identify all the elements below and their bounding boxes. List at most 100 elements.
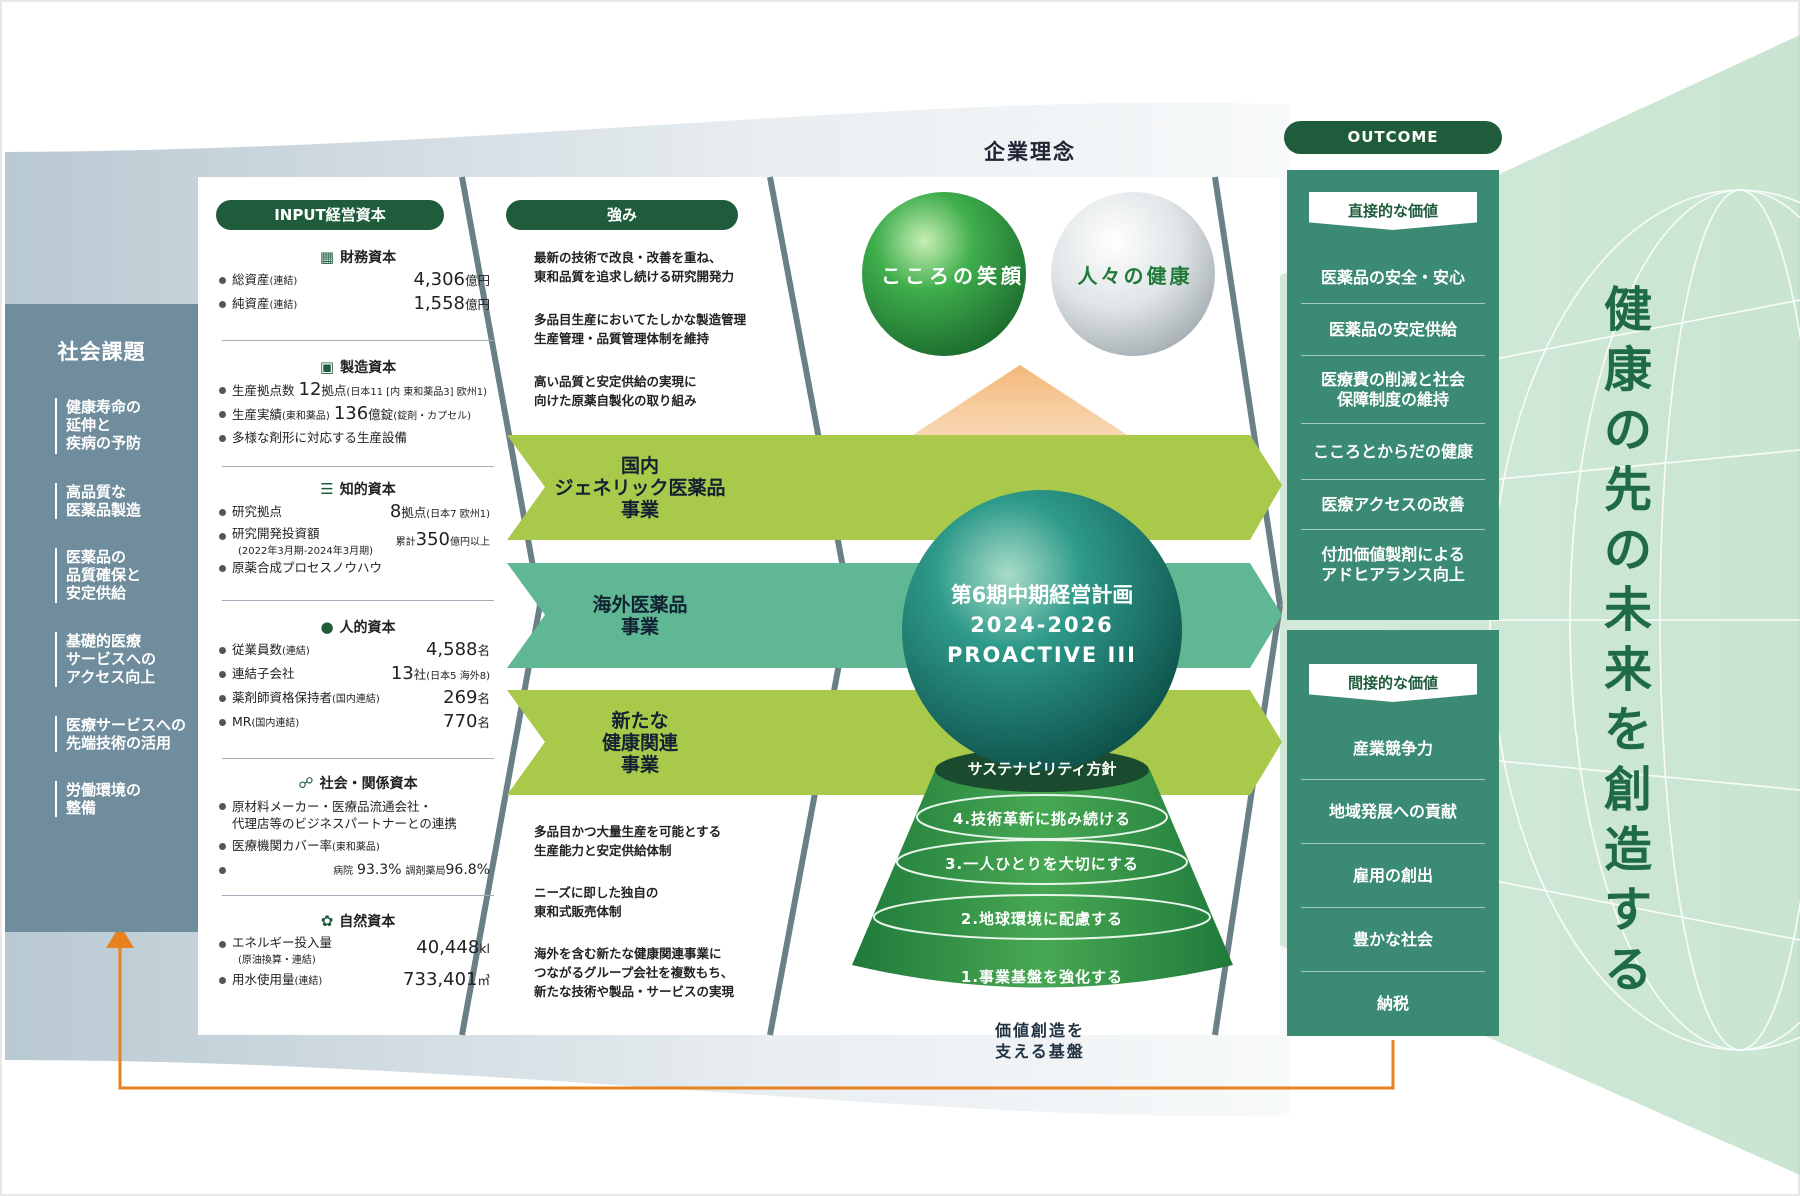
business-new-health: 新たな 健康関連 事業	[601, 710, 678, 776]
unit: ㎥	[477, 973, 490, 988]
social-issue-item: 医薬品の 品質確保と 安定供給	[55, 548, 195, 603]
value: 4,588	[425, 639, 478, 660]
label: 連結子会社	[232, 666, 295, 681]
indirect-value-item: 雇用の創出	[1301, 844, 1485, 908]
foundation-caption: 価値創造を 支える基盤	[994, 1021, 1085, 1061]
strength-item: 海外を含む新たな健康関連事業に つながるグループ会社を複数もち、 新たな技術や製…	[534, 946, 735, 999]
direct-value-panel: 直接的な価値 医薬品の安全・安心 医薬品の安定供給 医療費の削減と社会 保障制度…	[1287, 170, 1499, 620]
unit: kl	[479, 941, 490, 956]
note: 調剤薬局	[405, 866, 446, 877]
note: (連結)	[294, 976, 323, 987]
direct-value-item: 医療アクセスの改善	[1301, 480, 1485, 530]
note: (国内連結)	[332, 694, 380, 705]
value: 136	[333, 403, 369, 424]
financial-capital: ▦財務資本 総資産(連結)4,306億円 純資産(連結)1,558億円	[218, 246, 498, 316]
plan-title: 第6期中期経営計画	[950, 583, 1134, 607]
divider	[222, 466, 494, 467]
note: (連結)	[269, 276, 298, 287]
strength-item: 多品目かつ大量生産を可能とする 生産能力と安定供給体制	[534, 824, 722, 858]
strengths-header: 強み	[506, 200, 738, 230]
leaf-icon: ✿	[320, 912, 334, 930]
direct-value-item: 付加価値製剤による アドヒアランス向上	[1321, 545, 1465, 584]
direct-value-title: 直接的な価値	[1309, 192, 1477, 230]
value: 96.8%	[445, 862, 490, 878]
strength-item: ニーズに即した独自の 東和式販売体制	[534, 885, 659, 919]
label: 薬剤師資格保持者	[232, 690, 333, 705]
note: 病院	[333, 866, 354, 877]
indirect-value-item: 納税	[1376, 994, 1409, 1013]
value: 733,401	[403, 969, 478, 990]
unit: 社	[413, 667, 427, 682]
foundation-layer-1: 1.事業基盤を強化する	[960, 968, 1124, 986]
plan-years: 2024-2026	[970, 613, 1114, 637]
indirect-value-item: 豊かな社会	[1301, 908, 1485, 972]
value: 13	[390, 663, 414, 684]
value: 770	[443, 711, 478, 732]
social-issues-title: 社会課題	[57, 340, 146, 364]
philosophy-title: 企業理念	[984, 140, 1076, 164]
strength-item: 最新の技術で改良・改善を重ね、 東和品質を追求し続ける研究開発力	[534, 250, 735, 284]
note: 累計	[395, 537, 416, 548]
business-overseas: 海外医薬品 事業	[592, 594, 688, 638]
vision-statement: 健康の先の未来を創造する	[1603, 282, 1652, 998]
note: (日本5 海外8)	[426, 671, 490, 682]
unit: 億円	[464, 273, 490, 288]
label: 生産実績	[232, 407, 283, 422]
intellectual-title: 知的資本	[339, 482, 396, 498]
social-issue-item: 医療サービスへの 先端技術の活用	[55, 716, 195, 752]
strength-item: 多品目生産においてたしかな製造管理 生産管理・品質管理体制を維持	[534, 312, 747, 346]
note: (国内連結)	[251, 718, 300, 729]
manufacturing-capital: ▣製造資本 生産拠点数 12拠点(日本11 [内 東和薬品3] 欧州1) 生産実…	[218, 356, 498, 450]
label: 従業員数	[232, 642, 283, 657]
person-icon: ●	[320, 618, 334, 636]
divider	[222, 895, 494, 896]
coins-icon: ▦	[319, 248, 335, 266]
indirect-value-title: 間接的な価値	[1309, 664, 1477, 702]
label: 多様な剤形に対応する生産設備	[232, 430, 408, 445]
note: (錠剤・カプセル)	[393, 411, 471, 422]
human-title: 人的資本	[339, 620, 396, 636]
label: 総資産	[232, 272, 270, 287]
label: 用水使用量	[232, 972, 295, 987]
philosophy-health: 人々の健康	[1077, 264, 1193, 288]
book-icon: ☰	[320, 480, 334, 498]
divider	[222, 758, 494, 759]
manufacturing-title: 製造資本	[340, 360, 397, 376]
indirect-value-panel: 間接的な価値 産業競争力 地域発展への貢献 雇用の創出 豊かな社会 納税	[1287, 630, 1499, 1036]
foundation-layer-3: 3.一人ひとりを大切にする	[945, 855, 1139, 873]
foundation-layer-4: 4.技術革新に挑み続ける	[952, 810, 1132, 828]
financial-title: 財務資本	[340, 250, 397, 266]
note: (日本7 欧州1)	[426, 509, 490, 520]
note: (東和薬品)	[332, 842, 380, 853]
indirect-value-item: 地域発展への貢献	[1301, 780, 1485, 844]
foundation-layer-2: 2.地球環境に配慮する	[960, 910, 1124, 928]
value: 93.3%	[357, 862, 402, 878]
unit: 名	[477, 715, 490, 730]
unit: 拠点	[401, 505, 427, 520]
note: (日本11 [内 東和薬品3] 欧州1)	[346, 387, 488, 398]
mid-term-plan: 第6期中期経営計画 2024-2026 PROACTIVE III	[912, 580, 1172, 670]
value: 269	[443, 687, 478, 708]
philosophy-smile: こころの笑顔	[881, 264, 1025, 288]
social-issues-panel: 社会課題 健康寿命の 延伸と 疾病の予防 高品質な 医薬品製造 医薬品の 品質確…	[5, 304, 198, 932]
direct-value-item: こころとからだの健康	[1301, 424, 1485, 480]
sustainability-policy: サステナビリティ方針	[967, 760, 1117, 778]
business-domestic-generics: 国内 ジェネリック医薬品 事業	[554, 455, 726, 521]
indirect-value-item: 産業競争力	[1301, 718, 1485, 780]
handshake-icon: ☍	[298, 774, 314, 792]
unit: 億錠	[368, 407, 394, 422]
unit: 億円以上	[450, 537, 490, 548]
label: 純資産	[232, 296, 270, 311]
label: MR	[232, 714, 252, 729]
outcome-header: OUTCOME	[1284, 121, 1502, 154]
unit: 名	[477, 691, 490, 706]
label: 原材料メーカー・医療品流通会社・ 代理店等のビジネスパートナーとの連携	[218, 794, 498, 834]
direct-value-item: 医薬品の安全・安心	[1301, 252, 1485, 304]
plan-name: PROACTIVE III	[946, 643, 1137, 667]
social-issue-item: 労働環境の 整備	[55, 781, 195, 817]
unit: 名	[477, 643, 490, 658]
note: (連結)	[282, 646, 310, 657]
social-issue-item: 基礎的医療 サービスへの アクセス向上	[55, 632, 195, 687]
